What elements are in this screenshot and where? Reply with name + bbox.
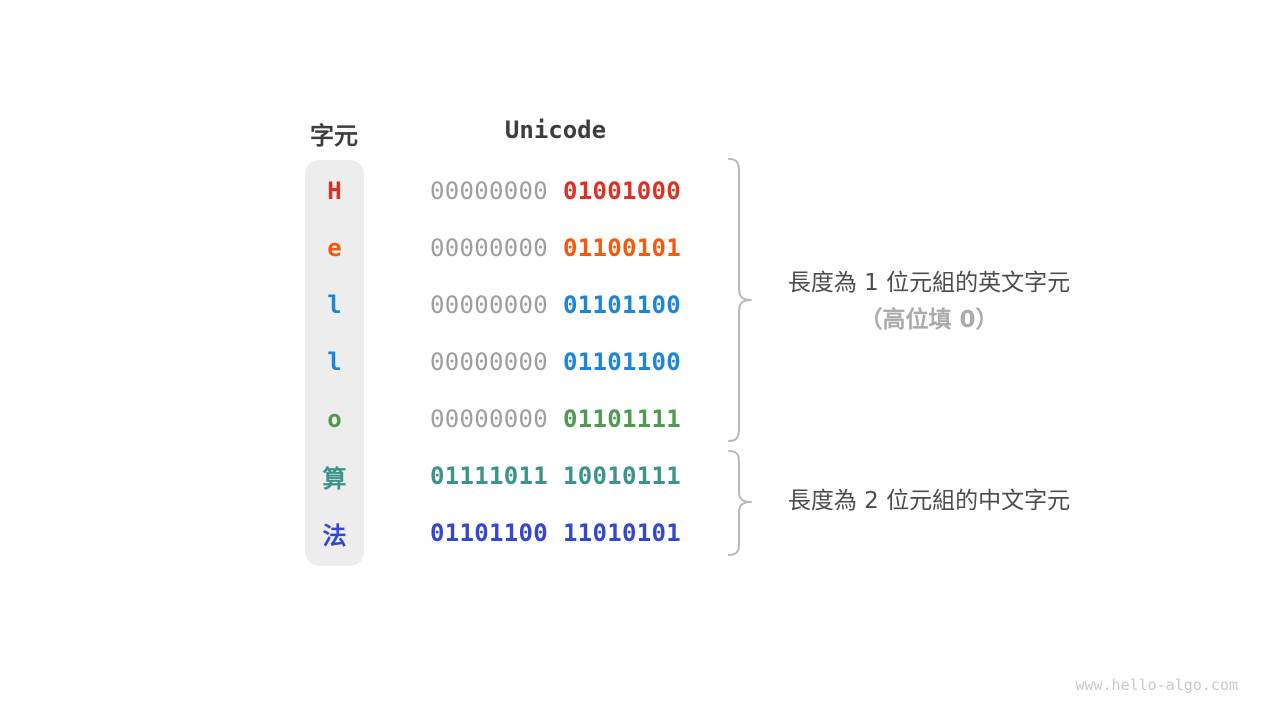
unicode-byte-high: 00000000: [430, 234, 548, 262]
unicode-byte-high: 00000000: [430, 348, 548, 376]
unicode-byte-low: 10010111: [563, 462, 681, 490]
char-cell: l: [327, 348, 342, 376]
table-row: e 00000000 01100101: [0, 220, 1280, 277]
char-cell: e: [327, 234, 342, 262]
table-row: o 00000000 01101111: [0, 391, 1280, 448]
unicode-byte-low: 01101111: [563, 405, 681, 433]
char-cell: o: [327, 405, 342, 433]
unicode-byte-high: 00000000: [430, 405, 548, 433]
char-cell: l: [327, 291, 342, 319]
column-header-unicode: Unicode: [504, 116, 607, 144]
annotation-2byte-line1: 長度為 2 位元組的中文字元: [787, 488, 1071, 514]
table-row: l 00000000 01101100: [0, 334, 1280, 391]
table-row: 法 01101100 11010101: [0, 505, 1280, 562]
column-header-char: 字元: [310, 122, 358, 150]
table-row: H 00000000 01001000: [0, 163, 1280, 220]
char-cell: 法: [322, 521, 347, 550]
unicode-byte-low: 11010101: [563, 519, 681, 547]
unicode-byte-low: 01100101: [563, 234, 681, 262]
brace-icon-2byte-group: [728, 450, 752, 556]
table-row: 算 01111011 10010111: [0, 448, 1280, 505]
unicode-byte-low: 01101100: [563, 291, 681, 319]
annotation-1byte-line1: 長度為 1 位元組的英文字元: [787, 270, 1071, 296]
watermark-url: www.hello-algo.com: [1075, 676, 1238, 694]
annotation-1byte-line2: （高位填 0）: [859, 307, 999, 333]
table-row: l 00000000 01101100: [0, 277, 1280, 334]
unicode-byte-high: 00000000: [430, 291, 548, 319]
char-column-background: [305, 160, 364, 566]
annotation-1byte-group: 長度為 1 位元組的英文字元 （高位填 0）: [762, 265, 1096, 339]
unicode-byte-high: 01111011: [430, 462, 548, 490]
brace-icon-1byte-group: [728, 158, 752, 442]
char-cell: 算: [322, 464, 347, 493]
unicode-byte-high: 00000000: [430, 177, 548, 205]
annotation-2byte-group: 長度為 2 位元組的中文字元: [762, 483, 1096, 520]
unicode-byte-low: 01001000: [563, 177, 681, 205]
unicode-byte-low: 01101100: [563, 348, 681, 376]
char-cell: H: [327, 177, 342, 205]
unicode-byte-high: 01101100: [430, 519, 548, 547]
